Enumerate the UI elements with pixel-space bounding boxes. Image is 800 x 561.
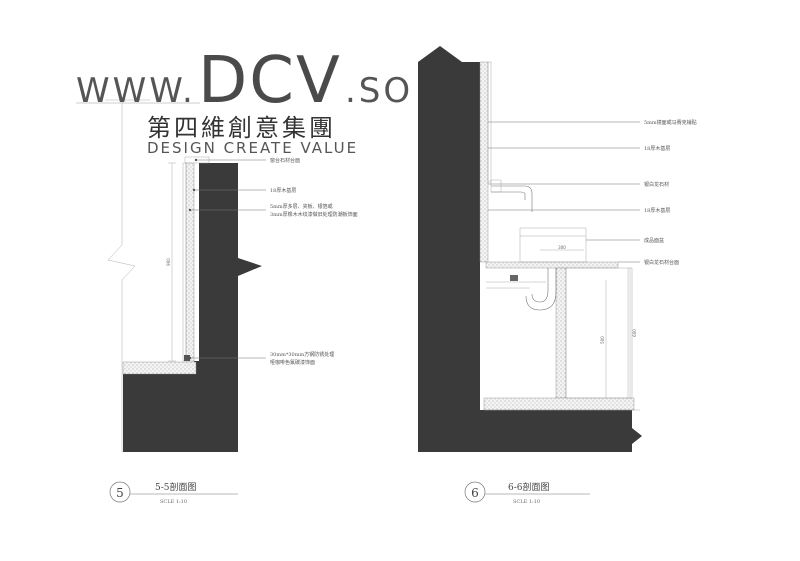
section-5-title: 5-5剖面图 — [155, 481, 197, 493]
section-6-title-block: 6 6-6剖面图 SCLE 1:10 — [464, 481, 590, 505]
note-6-wood-base-b: 18厚木基层 — [644, 207, 670, 214]
note-5-steel-b: 哑咖啡色氟碳漆饰面 — [270, 359, 315, 366]
logo-suffix: .SO — [345, 71, 413, 111]
note-5-veneer-b: 3mm厚橡木木纹漆做旧处理防潮板饰面 — [270, 211, 358, 218]
logo-english: DESIGN CREATE VALUE — [147, 139, 358, 157]
dcv-watermark-logo: WWW. DCV .SO 第四維創意集團 DESIGN CREATE VALUE — [76, 44, 413, 157]
dim-text-300: 300 — [558, 245, 566, 250]
note-6-mirror: 5mm镜面或马赛克铺贴 — [644, 119, 697, 126]
dim-text-900: 900 — [166, 258, 171, 266]
logo-prefix: WWW. — [76, 71, 196, 111]
section-5-number: 5 — [116, 486, 124, 500]
note-6-stone: 银白龙石材 — [644, 181, 669, 188]
note-6-wood-base-a: 18厚木基层 — [644, 145, 670, 152]
section-6-title: 6-6剖面图 — [508, 481, 550, 493]
cabinet-body-6 — [565, 267, 633, 399]
wood-base-layer-5 — [185, 162, 195, 362]
section-6-badge — [464, 481, 486, 503]
floor-finish-6 — [483, 397, 635, 411]
basin-6 — [519, 227, 587, 263]
section-6-number: 6 — [471, 486, 479, 500]
note-5-steel-a: 30mm*30mm方钢防锈处理 — [270, 351, 334, 358]
floor-finish-5 — [122, 361, 197, 375]
finish-panel-5 — [182, 162, 187, 362]
floor-slab-5 — [123, 374, 238, 452]
cabinet-side-6 — [555, 267, 567, 399]
dim-text-500: 500 — [600, 336, 605, 344]
counter-top-6 — [485, 261, 619, 269]
section-6-scale: SCLE 1:10 — [513, 499, 540, 505]
dim-text-600: 600 — [632, 329, 637, 337]
section-5-drawing: 900 窗台石材台面 18厚木基层 5mm厚多层、夹板、银箔或 3mm厚橡木木纹… — [105, 99, 358, 452]
wall-section-5 — [194, 163, 262, 374]
wall-section-6 — [418, 46, 642, 452]
note-5-sill-stone: 窗台石材台面 — [270, 157, 300, 164]
section-6-drawing: 600 500 300 5mm镜面或马赛克铺贴 18厚木基层 银白龙石材 18厚… — [418, 46, 697, 452]
section-5-scale: SCLE 1:10 — [160, 499, 187, 505]
faucet-6 — [491, 185, 533, 212]
break-line-left — [107, 100, 136, 452]
section-5-title-block: 5 5-5剖面图 SCLE 1:10 — [109, 481, 238, 505]
logo-brand: DCV — [198, 44, 342, 118]
steel-tube-5 — [184, 355, 190, 361]
note-5-wood-base: 18厚木基层 — [270, 187, 296, 194]
logo-chinese: 第四維創意集團 — [147, 114, 336, 142]
note-6-basin: 成品面盆 — [644, 237, 664, 244]
section-5-badge — [109, 481, 131, 503]
note-6-counter: 银白龙石材台面 — [644, 259, 679, 266]
note-5-veneer-a: 5mm厚多层、夹板、银箔或 — [270, 203, 333, 210]
wood-base-layer-6 — [479, 61, 489, 263]
drain-trap-6 — [525, 268, 557, 311]
